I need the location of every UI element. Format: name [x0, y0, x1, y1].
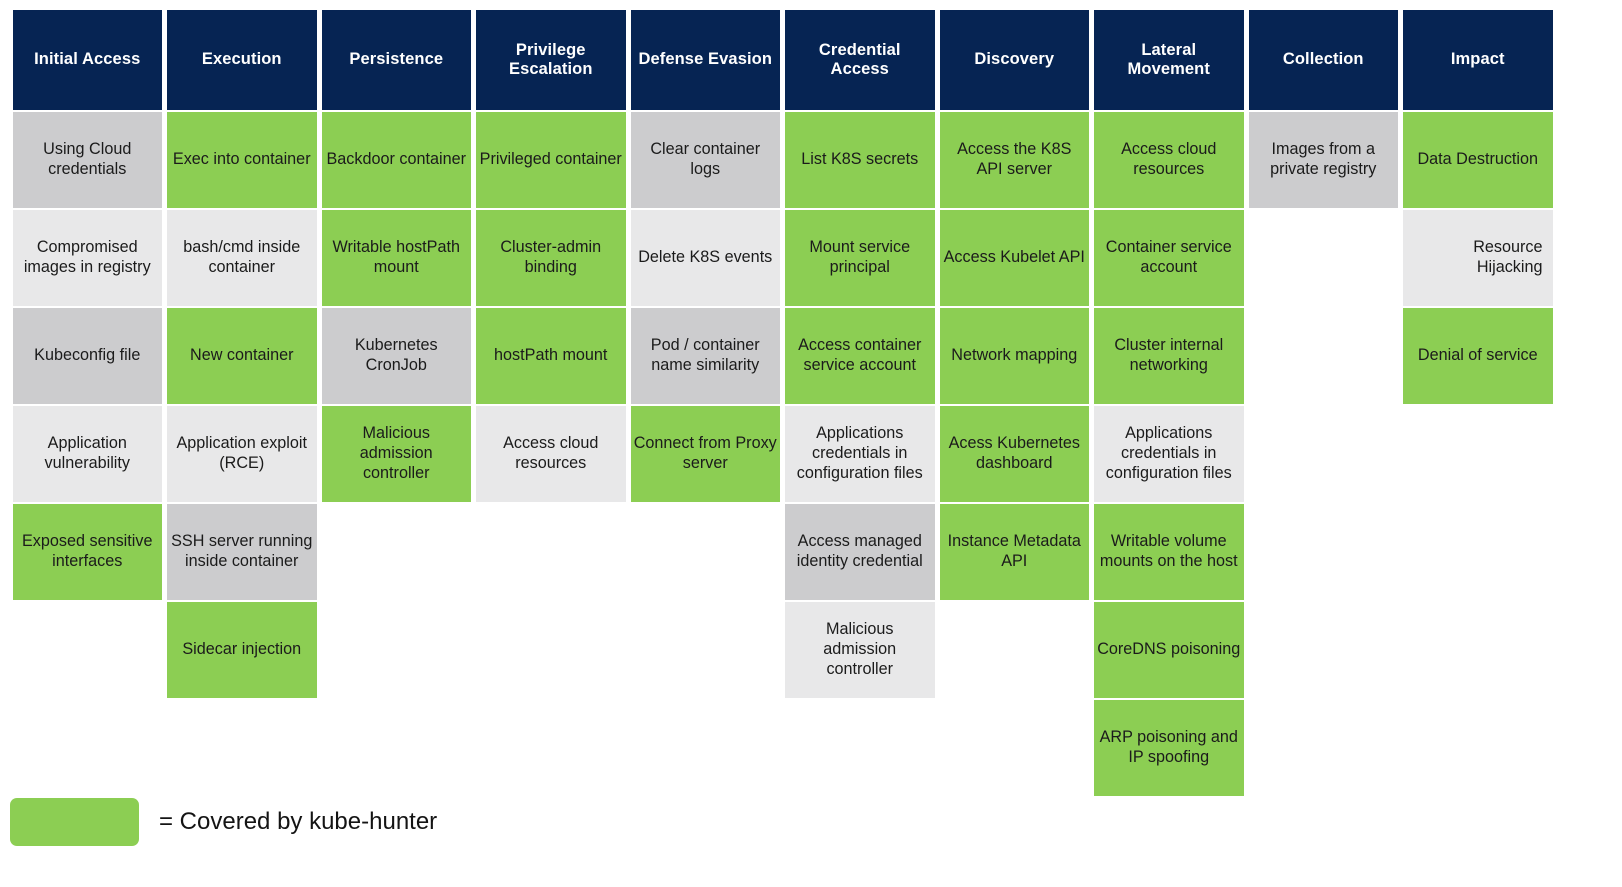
- technique-cell-empty: [322, 602, 472, 698]
- technique-cell-empty: [13, 700, 163, 796]
- technique-cell[interactable]: Access cloud resources: [1094, 112, 1244, 208]
- tactic-column-header[interactable]: Collection: [1248, 10, 1398, 110]
- technique-cell[interactable]: Pod / container name similarity: [630, 308, 780, 404]
- technique-cell-empty: [1249, 504, 1399, 600]
- technique-cell[interactable]: bash/cmd inside container: [167, 210, 317, 306]
- technique-cell-empty: [476, 504, 626, 600]
- technique-cell[interactable]: Applications credentials in configuratio…: [785, 406, 935, 502]
- technique-cell-empty: [1249, 308, 1399, 404]
- technique-cell[interactable]: Using Cloud credentials: [12, 112, 162, 208]
- technique-cell-empty: [1403, 504, 1553, 600]
- technique-cell-empty: [1403, 602, 1553, 698]
- technique-cell[interactable]: SSH server running inside container: [167, 504, 317, 600]
- technique-cell[interactable]: hostPath mount: [476, 308, 626, 404]
- technique-cell[interactable]: Clear container logs: [630, 112, 780, 208]
- technique-cell[interactable]: Access cloud resources: [476, 406, 626, 502]
- technique-cell[interactable]: Writable volume mounts on the host: [1094, 504, 1244, 600]
- legend-color-swatch: [10, 798, 139, 846]
- technique-cell[interactable]: Backdoor container: [321, 112, 471, 208]
- technique-cell-empty: [167, 700, 317, 796]
- technique-cell[interactable]: Mount service principal: [785, 210, 935, 306]
- technique-cell-empty: [1403, 406, 1553, 502]
- technique-cell-empty: [631, 602, 781, 698]
- technique-cell[interactable]: Instance Metadata API: [939, 504, 1089, 600]
- technique-cell[interactable]: Malicious admission controller: [785, 602, 935, 698]
- technique-cell-empty: [322, 504, 472, 600]
- technique-cell[interactable]: Malicious admission controller: [321, 406, 471, 502]
- legend-label: = Covered by kube-hunter: [159, 808, 438, 835]
- technique-cell-empty: [940, 602, 1090, 698]
- technique-cell-empty: [1403, 700, 1553, 796]
- technique-cell[interactable]: Compromised images in registry: [12, 210, 162, 306]
- tactic-column-header[interactable]: Initial Access: [12, 10, 162, 110]
- tactic-column-header[interactable]: Credential Access: [785, 10, 935, 110]
- technique-cell[interactable]: Container service account: [1094, 210, 1244, 306]
- technique-cell[interactable]: Kubernetes CronJob: [321, 308, 471, 404]
- technique-cell[interactable]: Exec into container: [167, 112, 317, 208]
- technique-cell-empty: [476, 700, 626, 796]
- technique-cell[interactable]: Kubeconfig file: [12, 308, 162, 404]
- tactic-column-header[interactable]: Defense Evasion: [630, 10, 780, 110]
- technique-cell[interactable]: Cluster-admin binding: [476, 210, 626, 306]
- technique-cell[interactable]: Network mapping: [939, 308, 1089, 404]
- technique-cell[interactable]: List K8S secrets: [785, 112, 935, 208]
- technique-cell-empty: [1249, 700, 1399, 796]
- tactic-column-header[interactable]: Persistence: [321, 10, 471, 110]
- tactic-column-header[interactable]: Privilege Escalation: [476, 10, 626, 110]
- technique-cell[interactable]: Denial of service: [1403, 308, 1553, 404]
- technique-cell[interactable]: ARP poisoning and IP spoofing: [1094, 700, 1244, 796]
- technique-cell[interactable]: Delete K8S events: [630, 210, 780, 306]
- technique-cell[interactable]: New container: [167, 308, 317, 404]
- technique-cell[interactable]: Data Destruction: [1403, 112, 1553, 208]
- technique-cell[interactable]: Application vulnerability: [12, 406, 162, 502]
- technique-cell-empty: [1249, 406, 1399, 502]
- tactic-column-header[interactable]: Lateral Movement: [1094, 10, 1244, 110]
- technique-cell[interactable]: Applications credentials in configuratio…: [1094, 406, 1244, 502]
- technique-cell-empty: [476, 602, 626, 698]
- technique-cell-empty: [631, 700, 781, 796]
- technique-cell[interactable]: Exposed sensitive interfaces: [12, 504, 162, 600]
- technique-cell[interactable]: Sidecar injection: [167, 602, 317, 698]
- legend: = Covered by kube-hunter: [10, 798, 437, 846]
- technique-cell[interactable]: Writable hostPath mount: [321, 210, 471, 306]
- technique-cell[interactable]: Acess Kubernetes dashboard: [939, 406, 1089, 502]
- technique-cell[interactable]: Resource Hijacking: [1403, 210, 1553, 306]
- tactic-column-header[interactable]: Execution: [167, 10, 317, 110]
- technique-cell-empty: [1249, 210, 1399, 306]
- tactic-column-header[interactable]: Discovery: [939, 10, 1089, 110]
- technique-cell[interactable]: CoreDNS poisoning: [1094, 602, 1244, 698]
- technique-cell[interactable]: Connect from Proxy server: [630, 406, 780, 502]
- technique-cell[interactable]: Cluster internal networking: [1094, 308, 1244, 404]
- technique-cell[interactable]: Access Kubelet API: [939, 210, 1089, 306]
- technique-cell[interactable]: Application exploit (RCE): [167, 406, 317, 502]
- technique-cell[interactable]: Access container service account: [785, 308, 935, 404]
- technique-cell-empty: [322, 700, 472, 796]
- technique-cell-empty: [13, 602, 163, 698]
- technique-cell-empty: [631, 504, 781, 600]
- technique-cell-empty: [785, 700, 935, 796]
- technique-cell-empty: [1249, 602, 1399, 698]
- technique-cell-empty: [940, 700, 1090, 796]
- technique-cell[interactable]: Access the K8S API server: [939, 112, 1089, 208]
- tactic-column-header[interactable]: Impact: [1403, 10, 1553, 110]
- technique-cell[interactable]: Images from a private registry: [1248, 112, 1398, 208]
- technique-cell[interactable]: Access managed identity credential: [785, 504, 935, 600]
- technique-cell[interactable]: Privileged container: [476, 112, 626, 208]
